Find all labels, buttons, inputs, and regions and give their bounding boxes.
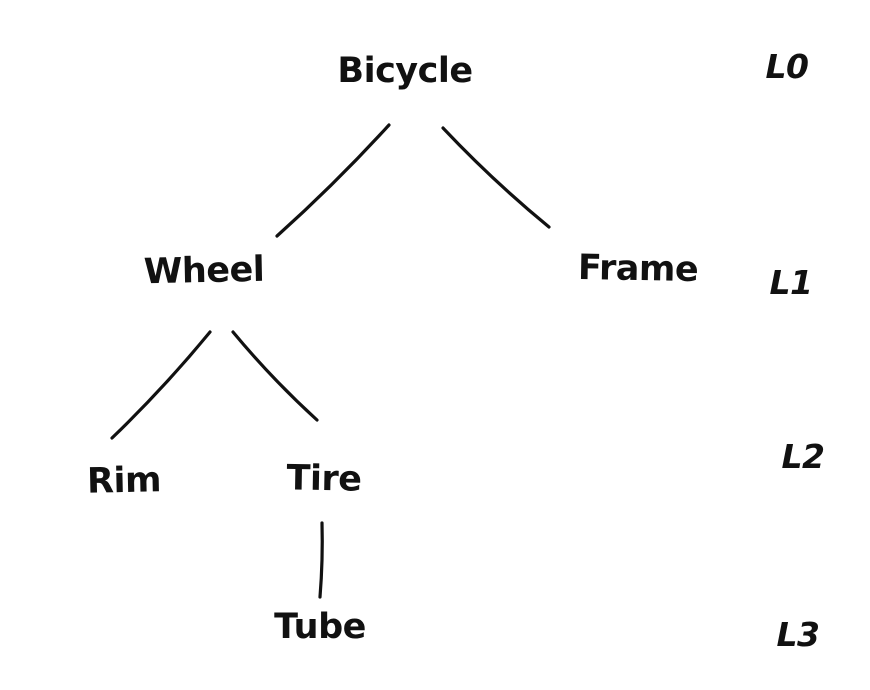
edge-bicycle-frame	[441, 126, 551, 229]
node-frame: Frame	[577, 247, 699, 291]
edge-tire-tube	[318, 521, 324, 599]
node-wheel: Wheel	[143, 249, 265, 293]
level-label-l1: L1	[769, 263, 814, 302]
node-bicycle: Bicycle	[337, 51, 473, 91]
level-label-l2: L2	[781, 437, 826, 476]
node-tube: Tube	[274, 607, 366, 647]
level-label-l0: L0	[765, 47, 810, 86]
edge-wheel-rim	[110, 330, 212, 440]
edge-wheel-tire	[231, 330, 319, 422]
edge-bicycle-wheel	[275, 123, 391, 238]
level-label-l3: L3	[776, 615, 821, 654]
node-tire: Tire	[286, 458, 362, 500]
node-rim: Rim	[86, 460, 162, 502]
